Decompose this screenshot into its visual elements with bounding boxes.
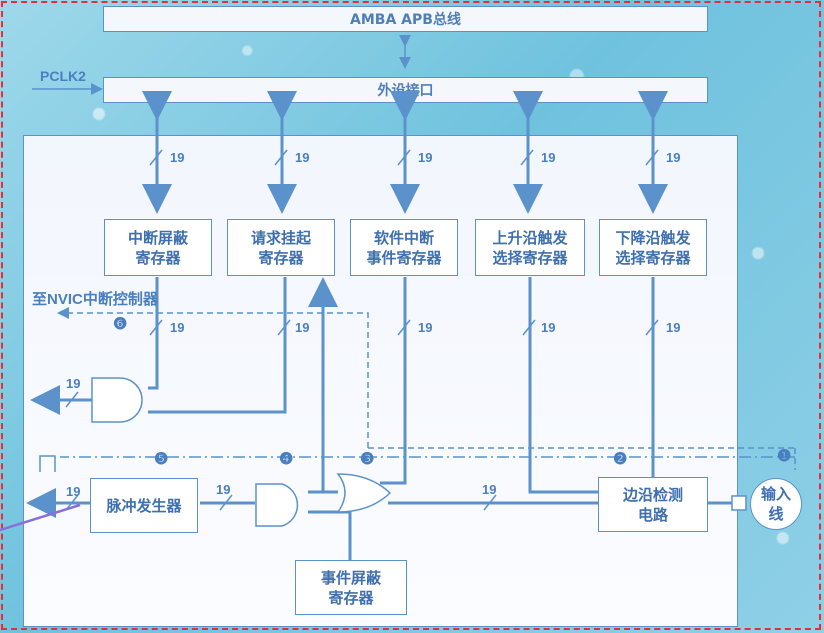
width-label: 19 (418, 320, 433, 335)
exti-panel (23, 135, 738, 627)
amba-apb-bus: AMBA APB总线 (103, 6, 708, 32)
step-marker-6: ❻ (113, 316, 128, 333)
width-label: 19 (482, 482, 497, 497)
nvic-label: 至NVIC中断控制器 (32, 291, 158, 308)
step-marker-4: ❹ (279, 451, 294, 468)
step-marker-5: ❺ (154, 451, 169, 468)
pclk2-label: PCLK2 (40, 68, 86, 84)
width-label: 19 (66, 484, 81, 499)
falling-edge-trigger-register: 下降沿触发 选择寄存器 (599, 219, 707, 276)
width-label: 19 (666, 320, 681, 335)
width-label: 19 (666, 150, 681, 165)
event-mask-register: 事件屏蔽 寄存器 (295, 560, 407, 615)
width-label: 19 (170, 320, 185, 335)
interrupt-mask-register: 中断屏蔽 寄存器 (104, 219, 212, 276)
software-interrupt-event-register: 软件中断 事件寄存器 (350, 219, 458, 276)
width-label: 19 (541, 150, 556, 165)
width-label: 19 (295, 150, 310, 165)
input-line: 输入 线 (750, 478, 802, 530)
step-marker-1: ❶ (777, 448, 792, 465)
width-label: 19 (66, 376, 81, 391)
step-marker-2: ❷ (613, 451, 628, 468)
width-label: 19 (418, 150, 433, 165)
pulse-generator: 脉冲发生器 (90, 478, 198, 533)
step-marker-3: ❸ (360, 451, 375, 468)
width-label: 19 (541, 320, 556, 335)
width-label: 19 (216, 482, 231, 497)
pending-register: 请求挂起 寄存器 (227, 219, 335, 276)
edge-detect-circuit: 边沿检测 电路 (598, 477, 708, 532)
width-label: 19 (295, 320, 310, 335)
width-label: 19 (170, 150, 185, 165)
rising-edge-trigger-register: 上升沿触发 选择寄存器 (475, 219, 585, 276)
